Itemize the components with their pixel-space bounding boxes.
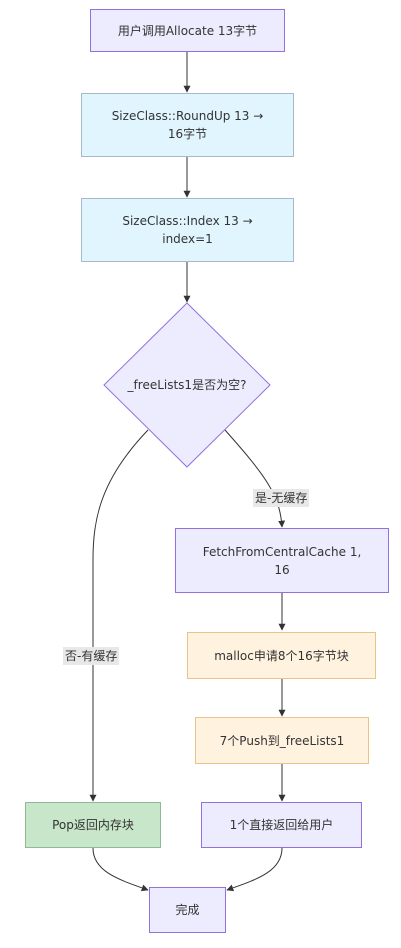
index-label-line1: SizeClass::Index 13 →	[122, 214, 253, 228]
edge-direct-done	[226, 847, 283, 892]
fetch-node: FetchFromCentralCache 1, 16	[175, 528, 389, 593]
direct-return-node: 1个直接返回给用户	[201, 802, 362, 848]
fetch-label-line1: FetchFromCentralCache 1,	[202, 544, 362, 559]
malloc-label: malloc申请8个16字节块	[214, 648, 349, 663]
push-label: 7个Push到_freeLists1	[219, 733, 345, 748]
roundup-label-line2: 16字节	[167, 127, 208, 141]
pop-label: Pop返回内存块	[52, 818, 134, 832]
yes-edge-label: 是-无缓存	[253, 489, 310, 507]
done-node: 完成	[149, 887, 226, 933]
index-node: SizeClass::Index 13 → index=1	[81, 198, 294, 262]
start-node-label: 用户调用Allocate 13字节	[117, 23, 258, 38]
roundup-label-line1: SizeClass::RoundUp 13 →	[111, 109, 264, 123]
index-label-line2: index=1	[162, 232, 213, 246]
edge-decision-pop	[89, 429, 149, 802]
decision-label-box: _freeLists1是否为空?	[104, 372, 270, 398]
direct-return-label: 1个直接返回给用户	[229, 818, 334, 832]
push-node: 7个Push到_freeLists1	[195, 717, 369, 764]
start-node: 用户调用Allocate 13字节	[90, 9, 285, 52]
done-label: 完成	[175, 903, 200, 917]
no-edge-label: 否-有缓存	[63, 647, 120, 665]
malloc-node: malloc申请8个16字节块	[187, 632, 376, 679]
fetch-label-line2: 16	[274, 562, 290, 577]
decision-diamond	[103, 302, 271, 468]
edge-pop-done	[92, 847, 149, 892]
pop-node: Pop返回内存块	[25, 802, 161, 848]
edge-decision-fetch	[224, 429, 286, 528]
decision-label: _freeLists1是否为空?	[127, 378, 247, 392]
roundup-node: SizeClass::RoundUp 13 → 16字节	[81, 93, 294, 157]
